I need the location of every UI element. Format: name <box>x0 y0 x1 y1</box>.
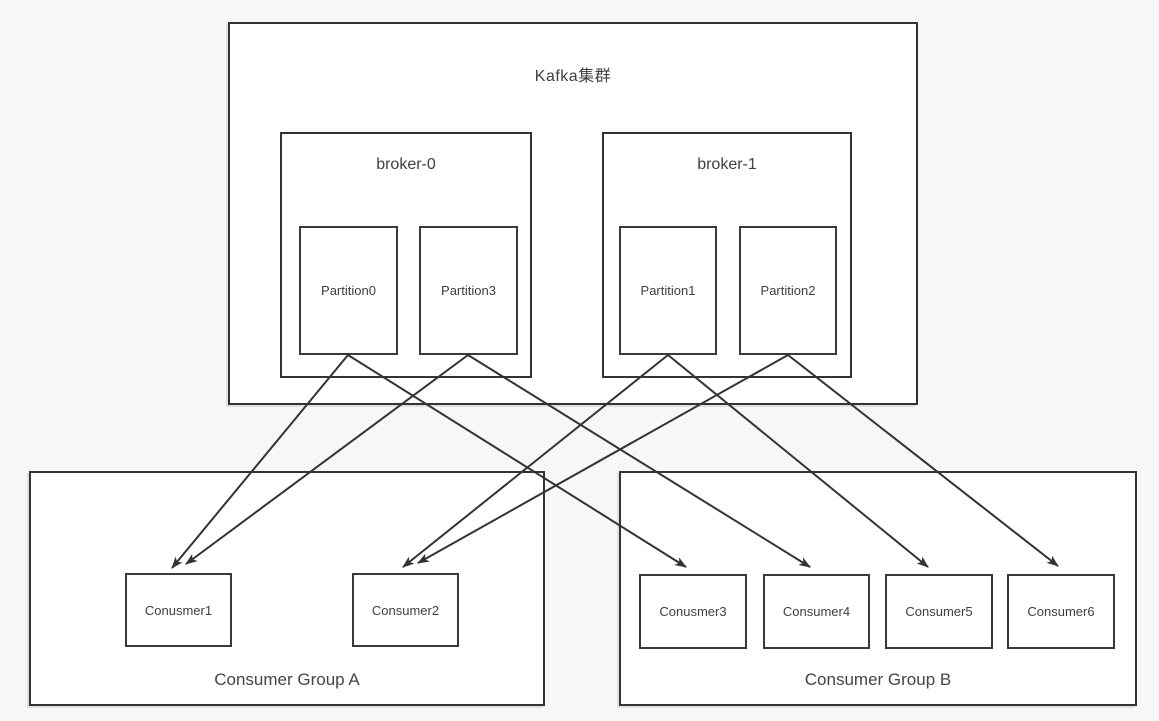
consumer-2-label: Consumer2 <box>371 602 440 618</box>
consumer-group-b-title: Consumer Group B <box>804 670 952 689</box>
consumer-2-box: Consumer2 <box>352 573 459 647</box>
partition-2-label: Partition2 <box>760 283 816 298</box>
consumer-3-label: Conusmer3 <box>659 604 727 619</box>
partition-1-label: Partition1 <box>640 283 696 298</box>
consumer-group-a-title: Consumer Group A <box>214 670 360 689</box>
partition-3-label: Partition3 <box>441 283 496 298</box>
partition-1-box: Partition1 <box>619 226 717 355</box>
kafka-cluster-title: Kafka集群 <box>534 68 612 85</box>
consumer-group-a-box: Consumer Group A <box>29 471 545 706</box>
consumer-4-label: Consumer4 <box>782 604 851 619</box>
partition-2-box: Partition2 <box>739 226 837 355</box>
partition-3-box: Partition3 <box>419 226 518 355</box>
consumer-3-box: Conusmer3 <box>639 574 747 649</box>
consumer-5-box: Consumer5 <box>885 574 993 649</box>
broker-0-title: broker-0 <box>376 156 436 173</box>
consumer-1-label: Conusmer1 <box>144 602 213 618</box>
partition-0-label: Partition0 <box>321 283 376 298</box>
broker-1-title: broker-1 <box>697 156 757 173</box>
consumer-6-box: Consumer6 <box>1007 574 1115 649</box>
partition-0-box: Partition0 <box>299 226 398 355</box>
consumer-6-label: Consumer6 <box>1027 604 1095 619</box>
consumer-4-box: Consumer4 <box>763 574 870 649</box>
consumer-1-box: Conusmer1 <box>125 573 232 647</box>
consumer-5-label: Consumer5 <box>905 604 973 619</box>
